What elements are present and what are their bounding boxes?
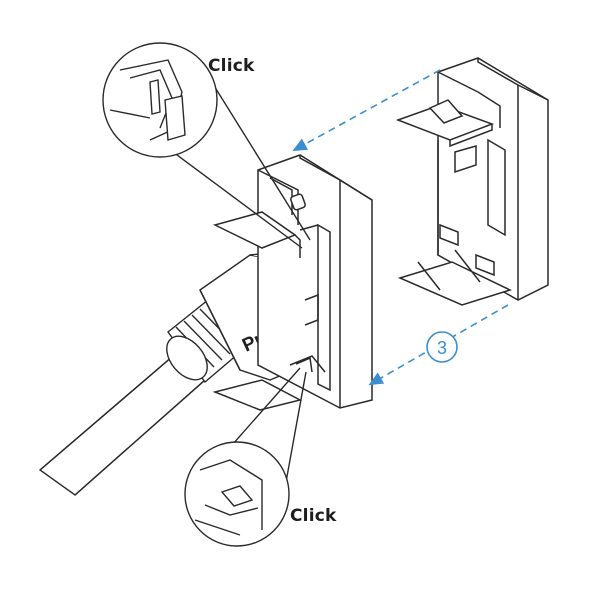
front-frame [212, 154, 373, 411]
callout-top [102, 42, 311, 249]
click-label-bottom: Click [290, 506, 337, 526]
callout-bottom [184, 367, 307, 547]
arrow-upper [292, 69, 441, 152]
rear-housing [395, 57, 549, 306]
step-badge: 3 [426, 331, 458, 363]
cable [38, 349, 206, 496]
step-number: 3 [437, 338, 447, 358]
click-label-top: Click [208, 56, 255, 76]
